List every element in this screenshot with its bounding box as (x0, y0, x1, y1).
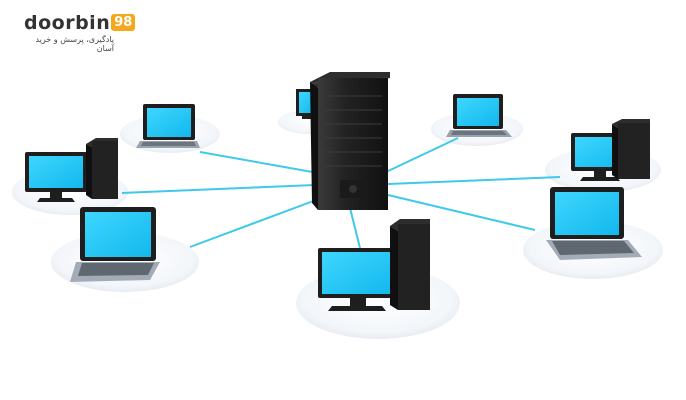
link-line (199, 151, 319, 174)
desktop-computer-icon (318, 219, 430, 311)
link-line (349, 207, 361, 249)
brand-wordmark: doorbin (24, 12, 111, 34)
laptop-icon (546, 187, 642, 260)
desktop-computer-icon (25, 138, 118, 202)
brand-tagline: یادگیری، پرسش و خرید آسان (35, 35, 114, 53)
link-line (387, 176, 561, 185)
laptop-icon (70, 207, 160, 282)
server-tower-icon (310, 72, 390, 210)
desktop-computer-icon (571, 119, 650, 181)
network-links (121, 137, 561, 249)
link-line (121, 184, 316, 194)
brand-number-badge: 98 (111, 14, 136, 31)
link-line (189, 199, 317, 248)
laptop-icon (446, 94, 512, 137)
link-line (385, 137, 459, 173)
laptop-icon (136, 104, 200, 148)
link-line (387, 194, 536, 231)
